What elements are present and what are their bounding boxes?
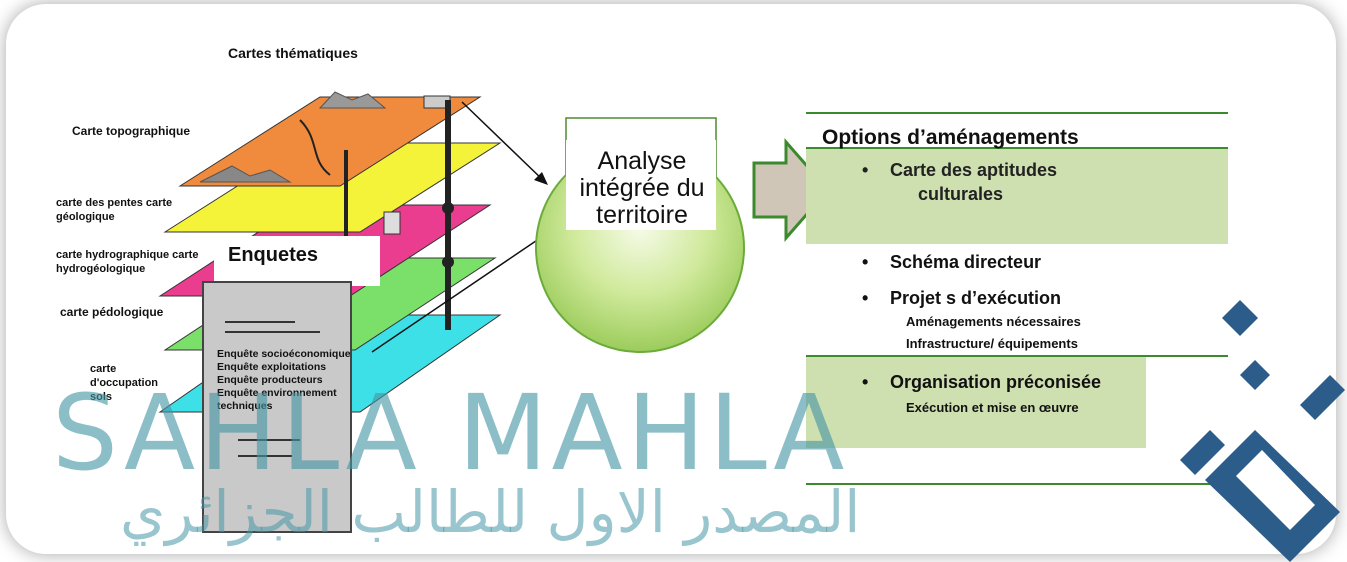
surveys-panel: [214, 236, 380, 286]
option-projects-sub: Infrastructure/ équipements: [906, 336, 1078, 351]
layer-label-pentes: carte des pentes carte géologique: [56, 197, 173, 223]
relief-shape: [199, 165, 292, 183]
watermark-latin: SAHLA MAHLA: [52, 372, 849, 494]
survey-item: Enquête exploitations: [217, 361, 327, 373]
survey-item: Enquête socioéconomique: [217, 348, 351, 360]
options-title: Options d’aménagements: [822, 126, 1079, 149]
layer-label-hydro: carte hydrographique carte hydrogéologiq…: [56, 249, 199, 275]
survey-item: Enquête producteurs: [217, 374, 323, 386]
option-projects: Projet s d’exécution: [862, 288, 1061, 309]
surveys-list: Enquête socioéconomique Enquête exploita…: [217, 348, 351, 413]
option-organisation-sub: Exécution et mise en œuvre: [906, 400, 1079, 415]
option-projects-sub: Aménagements nécessaires: [906, 314, 1081, 329]
option-organisation: Organisation préconisée: [862, 372, 1101, 393]
analysis-line: Analyse: [597, 147, 687, 175]
relief-shape: [318, 91, 387, 109]
watermark-arabic: المصدر الاول للطالب الجزائري: [120, 478, 861, 546]
survey-item: techniques: [217, 400, 273, 412]
thematic-maps-title: Cartes thématiques: [228, 45, 358, 61]
analysis-label: Analyse intégrée du territoire: [562, 148, 722, 229]
surveys-document: [202, 281, 352, 533]
survey-item: Enquête environnement: [217, 387, 337, 399]
option-aptitudes: Carte des aptitudes: [862, 160, 1057, 181]
surveys-title: Enquetes: [228, 244, 319, 266]
layer-label-occupation: carte d'occupation sols: [90, 363, 159, 403]
option-aptitudes-sub: culturales: [918, 184, 1004, 204]
river-line: [299, 119, 331, 176]
map-marker: [383, 211, 401, 235]
layer-label-topographique: Carte topographique: [72, 124, 191, 138]
option-schema: Schéma directeur: [862, 252, 1041, 273]
analysis-line: intégrée du: [579, 174, 705, 202]
layer-label-pedologique: carte pédologique: [60, 305, 164, 319]
logo: [1180, 300, 1345, 562]
analysis-line: territoire: [596, 201, 688, 229]
layer-topographique: [178, 96, 482, 187]
